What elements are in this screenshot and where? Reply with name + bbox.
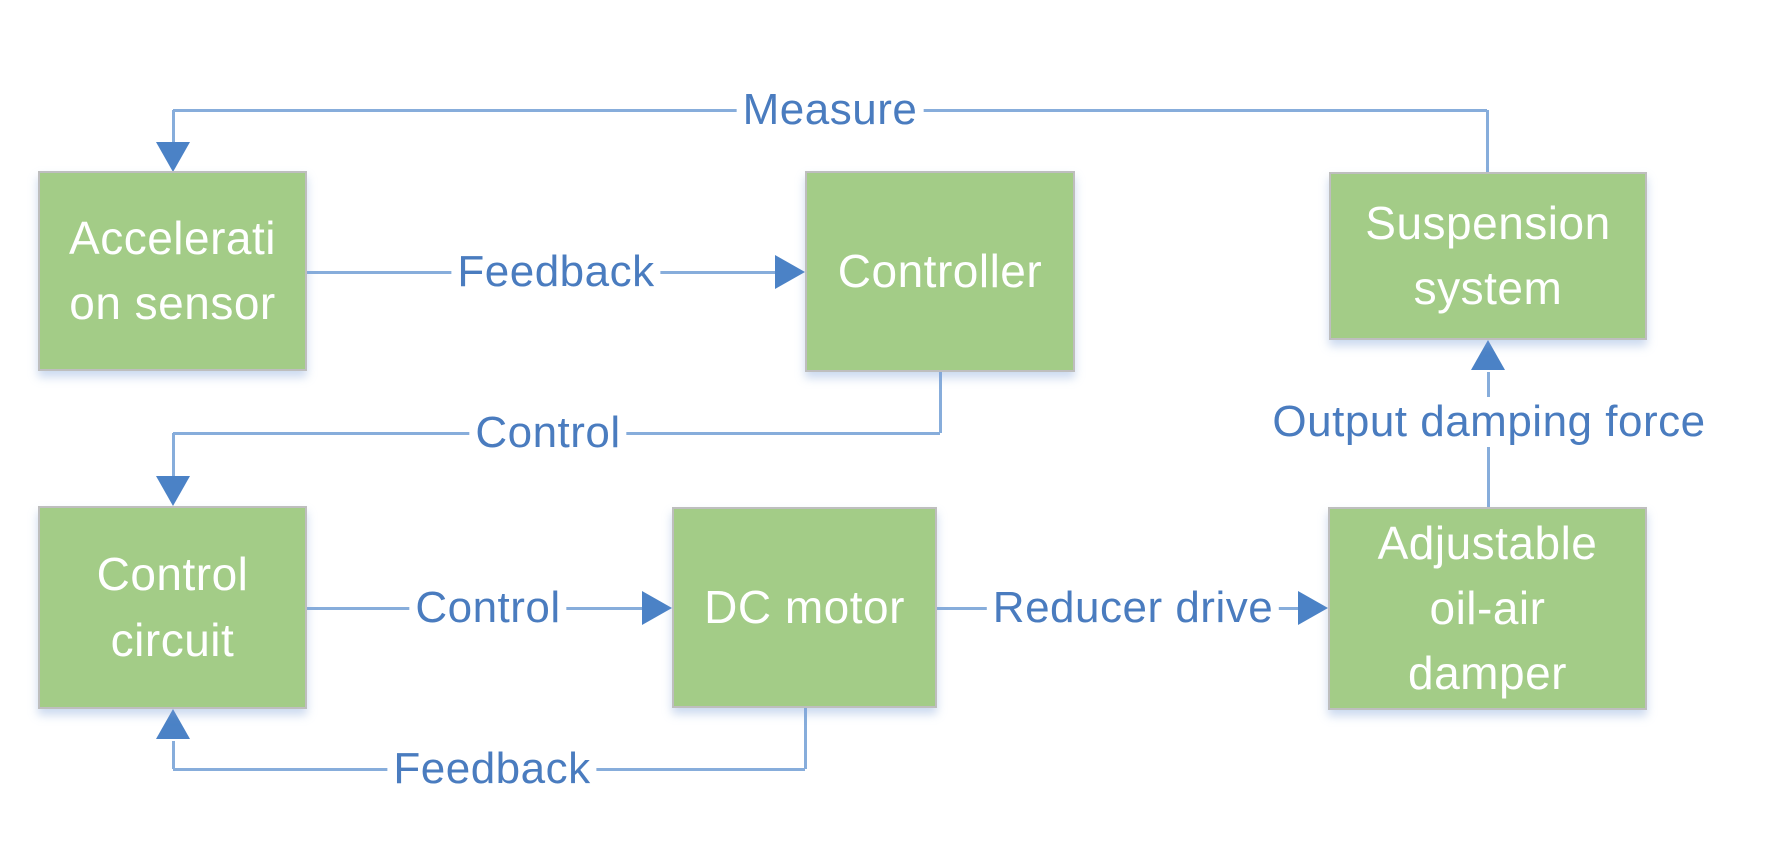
- node-suspension-system: Suspension system: [1329, 172, 1647, 340]
- node-adjustable-oil-air-damper: Adjustable oil-air damper: [1328, 507, 1647, 710]
- node-control-circuit: Control circuit: [38, 506, 307, 709]
- measure-line-segment: [1485, 110, 1489, 172]
- measure-label: Measure: [736, 85, 924, 135]
- feedback-bottom-line-segment: [803, 708, 807, 769]
- reducer-drive-arrowhead-right-icon: [1298, 591, 1328, 625]
- node-suspension-system-label: Suspension system: [1365, 191, 1610, 322]
- output-damping-force-arrowhead-up-icon: [1471, 340, 1505, 370]
- node-adjustable-oil-air-damper-label-line: Adjustable: [1377, 516, 1598, 569]
- control-upper-label: Control: [469, 408, 627, 458]
- node-controller: Controller: [805, 171, 1075, 372]
- node-dc-motor-label-line: DC motor: [704, 580, 905, 633]
- node-acceleration-sensor-label-line: Accelerati: [69, 211, 276, 264]
- feedback-bottom-line-segment: [171, 741, 175, 769]
- node-suspension-system-label-line: Suspension: [1365, 196, 1611, 249]
- node-suspension-system-label-line: system: [1413, 262, 1563, 314]
- node-acceleration-sensor-label: Accelerati on sensor: [69, 206, 276, 337]
- node-adjustable-oil-air-damper-label: Adjustable oil-air damper: [1378, 511, 1598, 707]
- node-adjustable-oil-air-damper-label-line: oil-air: [1429, 581, 1546, 634]
- control-upper-arrowhead-down-icon: [156, 476, 190, 506]
- measure-arrowhead-down-icon: [156, 142, 190, 172]
- feedback-top-label: Feedback: [451, 247, 661, 297]
- control-middle-label: Control: [409, 583, 567, 633]
- feedback-bottom-arrowhead-up-icon: [156, 709, 190, 739]
- node-adjustable-oil-air-damper-label-line: damper: [1408, 647, 1567, 700]
- node-dc-motor: DC motor: [672, 507, 937, 708]
- node-control-circuit-label: Control circuit: [97, 542, 249, 673]
- node-control-circuit-label-line: circuit: [110, 613, 235, 666]
- feedback-top-arrowhead-right-icon: [775, 255, 805, 289]
- node-acceleration-sensor: Accelerati on sensor: [38, 171, 307, 371]
- node-control-circuit-label-line: Control: [96, 548, 249, 601]
- node-controller-label: Controller: [838, 239, 1042, 304]
- feedback-bottom-label: Feedback: [387, 744, 597, 794]
- reducer-drive-label: Reducer drive: [986, 583, 1280, 633]
- control-upper-line-segment: [171, 433, 175, 476]
- output-damping-force-label: Output damping force: [1266, 397, 1712, 447]
- node-dc-motor-label: DC motor: [704, 575, 905, 640]
- measure-line-segment: [171, 110, 175, 142]
- node-controller-label-line: Controller: [837, 244, 1043, 297]
- node-acceleration-sensor-label-line: on sensor: [69, 277, 276, 329]
- control-middle-arrowhead-right-icon: [642, 591, 672, 625]
- control-upper-line-segment: [938, 372, 942, 433]
